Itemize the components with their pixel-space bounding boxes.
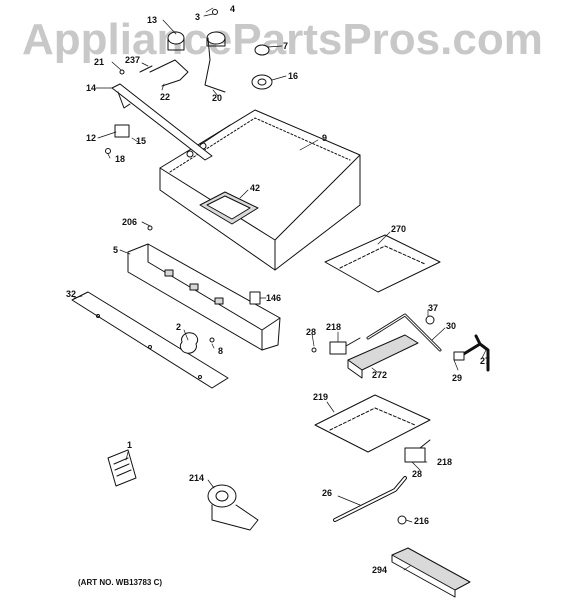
art-number: (ART NO. WB13783 C) <box>78 578 163 587</box>
part-22-tube <box>149 59 189 87</box>
callout-237: 237 <box>125 55 141 65</box>
part-27-tube <box>460 334 490 372</box>
callout-28-upper: 28 <box>306 327 317 337</box>
callout-1: 1 <box>127 440 133 450</box>
part-16-valve <box>251 74 273 90</box>
part-2-knob <box>179 332 199 354</box>
part-214-regulator <box>207 484 259 531</box>
callout-270: 270 <box>391 224 407 234</box>
part-14-manifold <box>111 83 213 161</box>
callout-9: 9 <box>322 133 328 143</box>
callout-28-lower: 28 <box>412 469 423 479</box>
callout-218-upper: 218 <box>326 322 342 332</box>
callout-214: 214 <box>189 473 205 483</box>
svg-text:AppliancePartsPros.com: AppliancePartsPros.com <box>22 15 542 64</box>
part-270-shield <box>324 234 441 293</box>
watermark-logo: AppliancePartsPros.com <box>22 15 542 64</box>
callout-218-lower: 218 <box>437 457 453 467</box>
callout-12: 12 <box>86 133 97 143</box>
part-218-igniter-lower <box>404 439 431 463</box>
part-219-lower-shield <box>314 394 431 453</box>
part-4-screw <box>212 9 218 15</box>
part-13-valve <box>167 31 185 51</box>
callout-206: 206 <box>122 217 138 227</box>
callout-37: 37 <box>428 303 439 313</box>
callout-16: 16 <box>288 71 299 81</box>
part-18-screw <box>105 148 111 154</box>
part-272-burner <box>347 334 419 379</box>
part-7-valve <box>254 44 270 56</box>
callout-20: 20 <box>212 93 223 103</box>
part-216-screw <box>397 515 407 525</box>
callout-42: 42 <box>250 183 261 193</box>
leader-lines <box>73 7 487 571</box>
callout-219: 219 <box>313 392 329 402</box>
part-37-orifice <box>425 315 435 325</box>
callout-21: 21 <box>94 57 105 67</box>
callout-27: 27 <box>480 356 491 366</box>
part-42-window <box>199 191 259 225</box>
callout-26: 26 <box>322 488 333 498</box>
part-206-screw <box>147 225 153 231</box>
callout-15: 15 <box>136 136 147 146</box>
callout-30: 30 <box>446 321 457 331</box>
part-9-burner-box <box>159 109 361 271</box>
part-218-igniter-upper <box>329 337 361 355</box>
callout-8: 8 <box>218 346 224 356</box>
callout-13: 13 <box>147 15 158 25</box>
callout-272: 272 <box>372 370 388 380</box>
callout-3: 3 <box>195 12 201 22</box>
part-21-screw <box>119 69 125 75</box>
part-1-manual <box>107 449 137 487</box>
callout-7: 7 <box>283 41 289 51</box>
callout-4: 4 <box>230 4 236 14</box>
part-32-strip <box>71 291 229 389</box>
callout-216: 216 <box>414 516 430 526</box>
callout-14: 14 <box>86 83 97 93</box>
part-8-screw <box>209 337 215 343</box>
callout-5: 5 <box>113 245 119 255</box>
part-294-bracket <box>391 547 471 598</box>
part-4-knob <box>206 31 226 47</box>
callout-294: 294 <box>372 565 388 575</box>
callout-32: 32 <box>66 289 77 299</box>
part-5-manifold-panel <box>127 243 281 351</box>
callout-146: 146 <box>266 293 282 303</box>
callout-2: 2 <box>176 322 182 332</box>
callout-29: 29 <box>452 373 463 383</box>
callout-22: 22 <box>160 92 171 102</box>
part-20-tube <box>204 37 226 93</box>
callout-18: 18 <box>115 154 126 164</box>
part-146-clip <box>249 291 261 305</box>
part-28-screw <box>311 347 317 353</box>
